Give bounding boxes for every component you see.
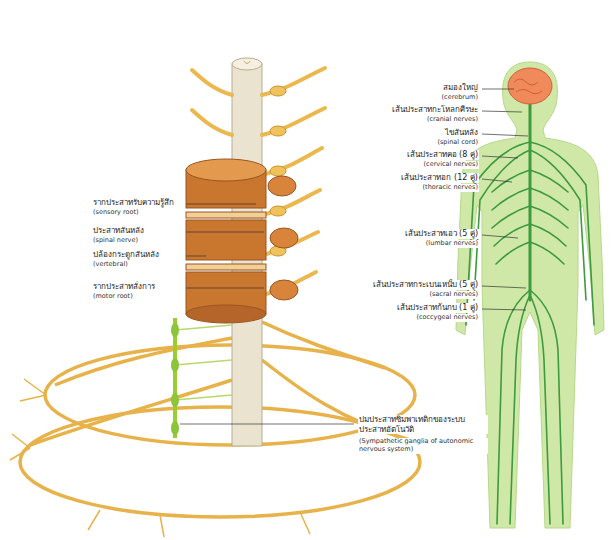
thai-label: ปมประสาทซิมพาเทติกของระบบประสาทอัตโนวัติ [358, 415, 488, 434]
brain-folds [514, 79, 542, 94]
leg-nerve [497, 290, 530, 524]
english-label: (cranial nerves) [426, 116, 479, 124]
ganglion [171, 421, 179, 435]
thai-label: เส้นประสาทอก (12 คู่) [400, 173, 479, 183]
thai-label: ไขสันหลัง [444, 128, 479, 138]
body-nerves [466, 104, 594, 524]
leader-line [482, 286, 526, 288]
nerve-branch [262, 68, 325, 95]
leader-line [482, 309, 526, 310]
nerve-branch [192, 70, 232, 95]
thai-label: รากประสาทสั่งการ [92, 282, 156, 292]
english-label: (cervical nerves) [423, 161, 479, 169]
thai-label: เส้นประสาทก้นกบ (1 คู่) [396, 303, 479, 313]
leg-nerve [530, 290, 563, 524]
nerve-branch [262, 108, 325, 135]
leader-line [482, 134, 528, 136]
chain-links [175, 325, 232, 400]
english-label: (spinal cord) [436, 139, 479, 147]
trunk-nerves [492, 170, 568, 264]
english-label: (sensory root) [92, 209, 140, 217]
ganglion [270, 166, 286, 176]
thai-label: เส้นประสาทกะโหลกศีรษะ [391, 105, 479, 115]
leader-line [482, 179, 512, 182]
leg-nerve [530, 295, 550, 524]
thai-label: ปล้องกระดูกสันหลัง [92, 250, 160, 260]
leader-line [482, 89, 514, 90]
english-label: (Sympathetic ganglia of autonomic nervou… [358, 438, 488, 454]
nerve-branch [30, 380, 232, 445]
leg-nerve [510, 295, 530, 524]
spinal-cord-line [529, 104, 532, 300]
english-label: (sacral nerves) [428, 291, 479, 299]
arm-nerve [530, 142, 594, 325]
vertebrae [186, 159, 298, 323]
english-label: (lumbar nerves) [425, 240, 479, 248]
nerve-branch [262, 322, 385, 368]
nerve-branch [192, 110, 232, 135]
english-label: (motor root) [92, 293, 134, 301]
leader-line [186, 288, 264, 289]
spinal-cord-top [232, 58, 262, 70]
ganglion [171, 393, 179, 407]
english-label: (thoracic nerves) [422, 184, 479, 192]
vertebra-body [186, 220, 266, 260]
vertebra-bottom [186, 305, 266, 323]
ganglion [171, 323, 179, 337]
vertebra-process [270, 280, 298, 300]
leader-line [186, 232, 264, 233]
ganglion [270, 126, 286, 136]
nerve-twigs [10, 379, 310, 537]
leader-line [186, 204, 256, 205]
vertebra-process [270, 228, 298, 248]
leader-line [482, 111, 522, 112]
thai-label: เส้นประสาทเอว (5 คู่) [404, 229, 479, 239]
thai-label: เส้นประสาทคอ (8 คู่) [406, 150, 479, 160]
nerve-branch [262, 148, 322, 175]
thai-label: เส้นประสาทกระเบนเหน็บ (5 คู่) [372, 280, 479, 290]
leader-line [482, 156, 518, 158]
leader-lines [180, 89, 528, 424]
vertebra-process [268, 176, 296, 196]
english-label: (coccygeal nerves) [415, 314, 479, 322]
leader-line [482, 235, 518, 238]
english-label: (spinal nerve) [92, 237, 139, 245]
sympathetic-chain [171, 318, 232, 438]
ganglion [270, 206, 286, 216]
vertebra-top [186, 159, 266, 181]
english-label: (cerebrum) [441, 94, 479, 102]
disc [186, 264, 266, 270]
leader-line [180, 424, 354, 425]
brain [508, 68, 552, 104]
leader-line [186, 256, 206, 257]
ganglion [171, 358, 179, 372]
thai-label: ประสาทสันหลัง [92, 226, 145, 236]
english-label: (vertebral) [92, 261, 129, 269]
thai-label: สมองใหญ่ [442, 83, 479, 93]
disc [186, 212, 266, 218]
nerve-branch [55, 338, 232, 385]
ganglion [270, 86, 286, 96]
grey-matter [244, 61, 250, 64]
thai-label: รากประสาทรับความรู้สึก [92, 198, 175, 208]
